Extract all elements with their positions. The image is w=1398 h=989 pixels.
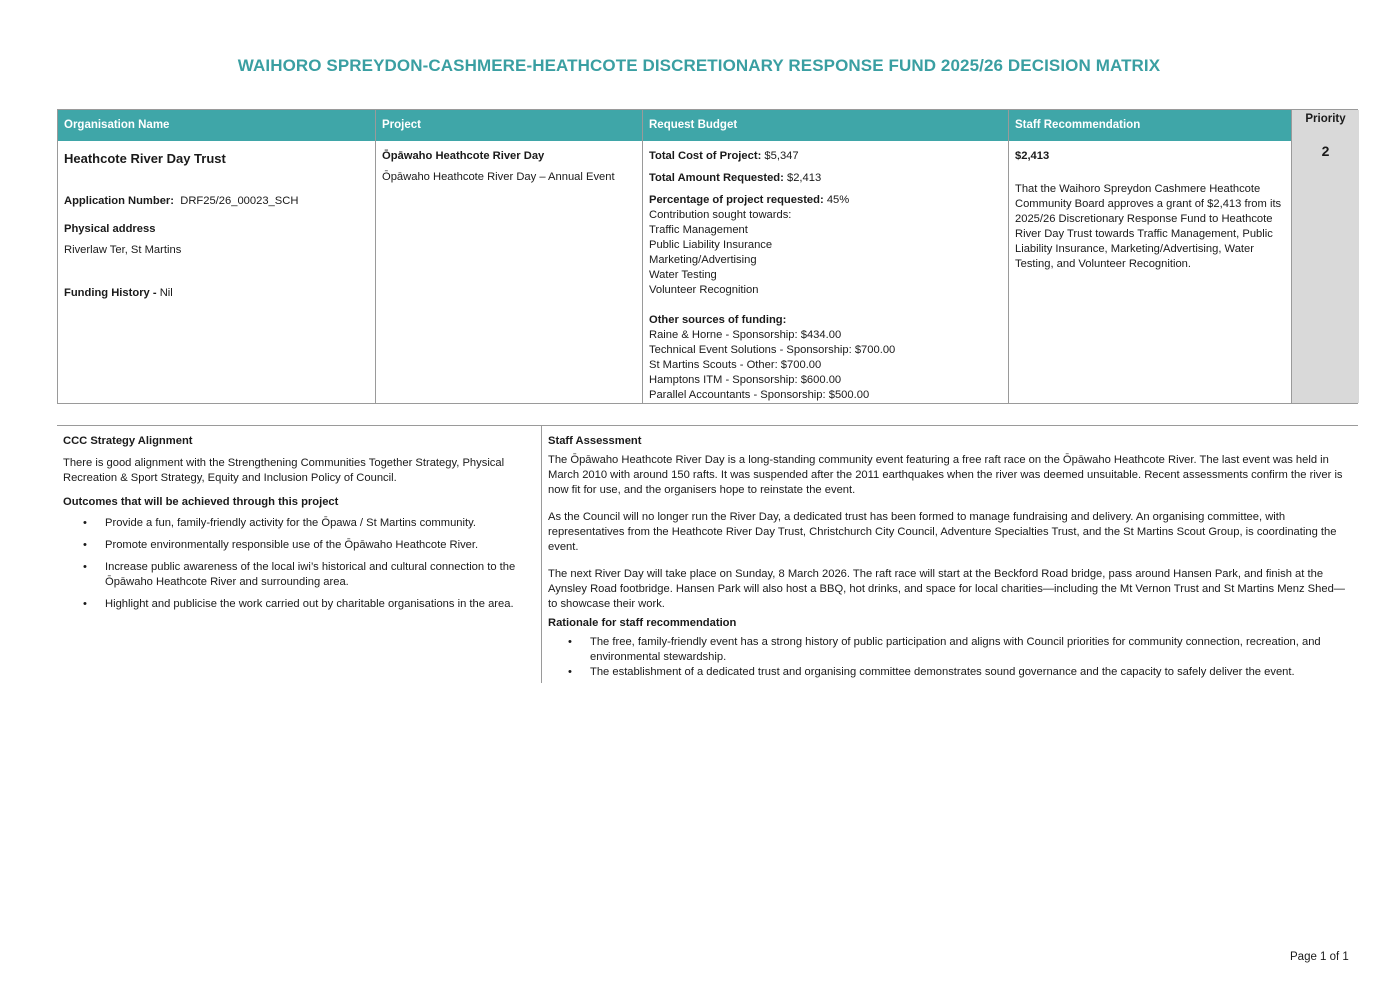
- outcomes-list: Provide a fun, family-friendly activity …: [63, 516, 537, 612]
- list-item: Provide a fun, family-friendly activity …: [63, 516, 537, 531]
- page-number: Page 1 of 1: [1290, 951, 1349, 963]
- organisation-column: Organisation Name Heathcote River Day Tr…: [58, 110, 376, 403]
- project-column: Project Ōpāwaho Heathcote River Day Ōpāw…: [376, 110, 643, 403]
- organisation-name: Heathcote River Day Trust: [64, 151, 226, 166]
- contribution-item: Volunteer Recognition: [649, 284, 759, 296]
- total-requested: $2,413: [786, 172, 822, 184]
- application-number: DRF25/26_00023_SCH: [180, 195, 299, 207]
- document-title: WAIHORO SPREYDON-CASHMERE-HEATHCOTE DISC…: [237, 56, 1161, 75]
- total-requested-line: Total Amount Requested: $2,413: [649, 171, 1002, 186]
- rationale-heading: Rationale for staff recommendation: [548, 617, 737, 629]
- contribution-item: Traffic Management: [649, 224, 748, 236]
- recommendation-text: That the Waihoro Spreydon Cashmere Heath…: [1015, 183, 1282, 270]
- total-cost: $5,347: [764, 150, 799, 162]
- header-priority: Priority: [1292, 110, 1359, 141]
- section-divider: [57, 425, 1358, 426]
- recommended-amount: $2,413: [1015, 150, 1050, 162]
- priority-value: 2: [1321, 143, 1330, 159]
- application-number-label: Application Number:: [64, 195, 175, 207]
- funding-source-item: St Martins Scouts - Other: $700.00: [649, 359, 822, 371]
- funding-source-item: Parallel Accountants - Sponsorship: $500…: [649, 389, 870, 401]
- strategy-section: CCC Strategy Alignment There is good ali…: [63, 434, 537, 619]
- physical-address: Riverlaw Ter, St Martins: [64, 244, 182, 256]
- list-item: Increase public awareness of the local i…: [63, 560, 537, 590]
- percentage-line: Percentage of project requested: 45%: [649, 193, 1002, 208]
- list-item: Promote environmentally responsible use …: [63, 538, 537, 553]
- address-label: Physical address: [64, 223, 156, 235]
- project-description: Ōpāwaho Heathcote River Day – Annual Eve…: [382, 171, 615, 183]
- total-cost-label: Total Cost of Project:: [649, 150, 762, 162]
- assessment-heading: Staff Assessment: [548, 435, 642, 447]
- list-item: The establishment of a dedicated trust a…: [548, 665, 1354, 680]
- total-requested-label: Total Amount Requested:: [649, 172, 784, 184]
- rationale-list: The free, family-friendly event has a st…: [548, 635, 1354, 680]
- header-project: Project: [376, 110, 642, 141]
- funding-source-item: Hamptons ITM - Sponsorship: $600.00: [649, 374, 842, 386]
- strategy-heading: CCC Strategy Alignment: [63, 435, 193, 447]
- contribution-item: Marketing/Advertising: [649, 254, 757, 266]
- assessment-paragraph: As the Council will no longer run the Ri…: [548, 511, 1337, 553]
- list-item: Highlight and publicise the work carried…: [63, 597, 537, 612]
- total-cost-line: Total Cost of Project: $5,347: [649, 149, 1002, 164]
- decision-matrix-table: Organisation Name Heathcote River Day Tr…: [57, 109, 1359, 404]
- recommendation-column: Staff Recommendation $2,413 That the Wai…: [1009, 110, 1292, 403]
- project-name: Ōpāwaho Heathcote River Day: [382, 150, 545, 162]
- contribution-item: Water Testing: [649, 269, 717, 281]
- contribution-label: Contribution sought towards:: [649, 209, 792, 221]
- assessment-paragraph: The next River Day will take place on Su…: [548, 568, 1345, 610]
- header-recommendation: Staff Recommendation: [1009, 110, 1291, 141]
- strategy-text: There is good alignment with the Strengt…: [63, 457, 505, 484]
- contribution-item: Public Liability Insurance: [649, 239, 773, 251]
- assessment-paragraph: The Ōpāwaho Heathcote River Day is a lon…: [548, 454, 1343, 496]
- priority-column: Priority 2: [1292, 110, 1359, 403]
- percentage-label: Percentage of project requested:: [649, 194, 824, 206]
- funding-history-label: Funding History -: [64, 287, 157, 299]
- funding-history: Nil: [159, 287, 173, 299]
- application-number-line: Application Number: DRF25/26_00023_SCH: [64, 194, 369, 209]
- percentage: 45%: [826, 194, 850, 206]
- header-organisation: Organisation Name: [58, 110, 375, 141]
- list-item: The free, family-friendly event has a st…: [548, 635, 1354, 665]
- funding-source-item: Technical Event Solutions - Sponsorship:…: [649, 344, 896, 356]
- assessment-section: Staff Assessment The Ōpāwaho Heathcote R…: [548, 434, 1354, 680]
- funding-source-item: Raine & Horne - Sponsorship: $434.00: [649, 329, 842, 341]
- funding-history-line: Funding History - Nil: [64, 286, 369, 301]
- header-budget: Request Budget: [643, 110, 1008, 141]
- column-divider: [541, 426, 542, 683]
- budget-column: Request Budget Total Cost of Project: $5…: [643, 110, 1009, 403]
- outcomes-heading: Outcomes that will be achieved through t…: [63, 496, 339, 508]
- other-sources-label: Other sources of funding:: [649, 314, 787, 326]
